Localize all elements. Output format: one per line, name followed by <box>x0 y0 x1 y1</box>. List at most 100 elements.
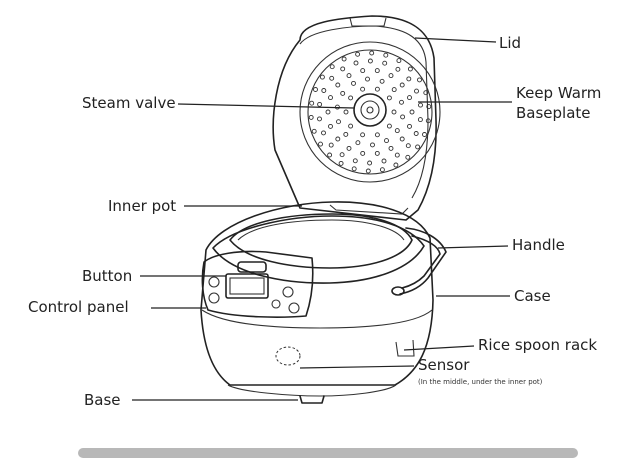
baseplate-hole <box>387 96 391 100</box>
baseplate-hole <box>344 132 348 136</box>
baseplate-hole <box>416 145 420 149</box>
baseplate-hole <box>361 133 365 137</box>
baseplate-hole <box>337 120 341 124</box>
baseplate-hole <box>352 81 356 85</box>
baseplate-hole <box>400 100 404 104</box>
baseplate-hole <box>384 53 388 57</box>
baseplate-hole <box>401 115 405 119</box>
baseplate-hole <box>368 59 372 63</box>
baseplate-hole <box>418 78 422 82</box>
baseplate-hole <box>387 124 391 128</box>
baseplate-hole <box>347 146 351 150</box>
baseplate-hole <box>322 131 326 135</box>
baseplate-hole <box>418 118 422 122</box>
steam-valve-drawing <box>354 94 386 126</box>
baseplate-hole <box>339 161 343 165</box>
baseplate-hole <box>319 142 323 146</box>
lid-label: Lid <box>499 34 521 52</box>
baseplate-hole <box>336 137 340 141</box>
baseplate-hole <box>407 77 411 81</box>
baseplate-hole <box>314 88 318 92</box>
baseplate-hole <box>395 129 399 133</box>
baseplate-hole <box>356 141 360 145</box>
baseplate-hole <box>341 67 345 71</box>
baseplate-hole <box>361 87 365 91</box>
baseplate-hole <box>392 110 396 114</box>
baseplate-hole <box>328 153 332 157</box>
baseplate-hole <box>423 133 427 137</box>
baseplate-hole <box>396 67 400 71</box>
baseplate-hole <box>375 151 379 155</box>
button-drawing <box>238 262 266 272</box>
baseplate-hole <box>380 79 384 83</box>
baseplate-hole <box>406 144 410 148</box>
baseplate-hole <box>414 132 418 136</box>
leader-lines <box>132 38 512 400</box>
case-drawing <box>201 202 433 403</box>
baseplate-hole <box>352 167 356 171</box>
baseplate-label: Baseplate <box>516 104 591 122</box>
baseplate-hole <box>347 74 351 78</box>
bottom-bar <box>78 448 578 458</box>
baseplate-hole <box>310 101 314 105</box>
baseplate-hole <box>349 124 353 128</box>
baseplate-hole <box>406 155 410 159</box>
baseplate-hole <box>330 76 334 80</box>
baseplate-hole <box>330 65 334 69</box>
baseplate-hole <box>394 163 398 167</box>
baseplate-hole <box>400 137 404 141</box>
baseplate-hole <box>336 83 340 87</box>
baseplate-hole <box>371 143 375 147</box>
baseplate-hole <box>395 153 399 157</box>
baseplate-hole <box>353 159 357 163</box>
baseplate-hole <box>400 83 404 87</box>
baseplate-hole <box>322 89 326 93</box>
baseplate-hole <box>408 124 412 128</box>
baseplate-hole <box>309 115 313 119</box>
baseplate-hole <box>382 159 386 163</box>
inner-pot-label: Inner pot <box>108 197 176 215</box>
baseplate-hole <box>320 75 324 79</box>
baseplate-hole <box>375 69 379 73</box>
baseplate-hole <box>415 89 419 93</box>
baseplate-hole <box>361 69 365 73</box>
baseplate-hole <box>329 96 333 100</box>
baseplate-hole <box>326 110 330 114</box>
baseplate-hole <box>344 110 348 114</box>
control-panel-drawing <box>202 251 312 317</box>
baseplate-hole <box>366 77 370 81</box>
base-label: Base <box>84 391 121 409</box>
baseplate-hole <box>383 61 387 65</box>
baseplate-hole <box>410 110 414 114</box>
baseplate-hole <box>349 96 353 100</box>
sensor-drawing <box>276 347 300 365</box>
baseplate-hole <box>375 133 379 137</box>
rice-spoon-rack-label: Rice spoon rack <box>478 336 597 354</box>
baseplate-hole <box>329 124 333 128</box>
baseplate-hole <box>380 168 384 172</box>
baseplate-hole <box>389 74 393 78</box>
handle-drawing <box>392 228 446 295</box>
baseplate-hole <box>392 88 396 92</box>
baseplate-hole <box>408 67 412 71</box>
baseplate-hole <box>312 129 316 133</box>
baseplate-hole <box>329 143 333 147</box>
baseplate-hole <box>385 139 389 143</box>
baseplate-hole <box>340 153 344 157</box>
baseplate-hole <box>356 52 360 56</box>
baseplate-hole <box>341 91 345 95</box>
baseplate-hole <box>368 161 372 165</box>
baseplate-hole <box>318 102 322 106</box>
sensor-label: Sensor <box>418 356 469 374</box>
baseplate-hole <box>366 169 370 173</box>
baseplate-hole <box>408 96 412 100</box>
lid-drawing <box>273 16 440 220</box>
baseplate-hole <box>370 51 374 55</box>
control-panel-label: Control panel <box>28 298 129 316</box>
baseplate-hole <box>354 61 358 65</box>
baseplate-hole <box>397 59 401 63</box>
baseplate-hole <box>389 146 393 150</box>
baseplate-hole <box>361 151 365 155</box>
case-label: Case <box>514 287 551 305</box>
